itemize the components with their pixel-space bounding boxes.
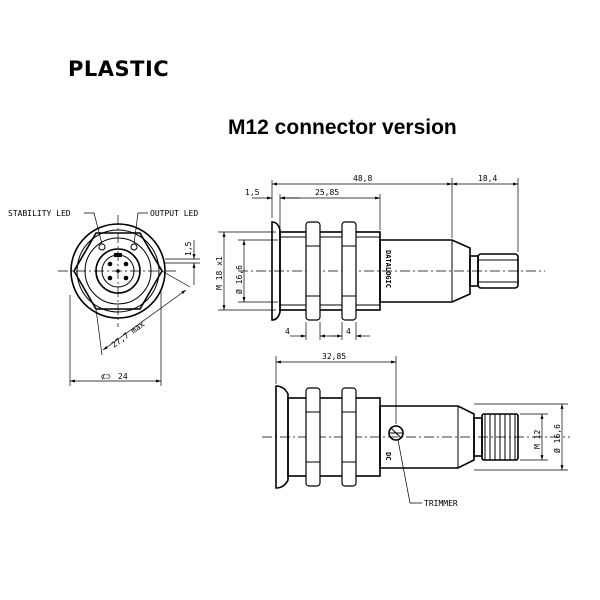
front-pitch-dim: 1,5	[184, 241, 193, 256]
output-led-icon	[130, 243, 138, 251]
stability-led-icon	[98, 243, 106, 251]
top-body-diameter: Ø 16,6	[234, 265, 244, 294]
top-nut-left-dim: 4	[285, 327, 290, 336]
bottom-brand-mark: DC	[384, 452, 392, 460]
front-width-prefix: ⊄⊃	[101, 372, 111, 381]
front-view: STABILITY LED OUTPUT LED 1,5 27,7 max ⊄⊃…	[8, 209, 200, 386]
stability-led-label: STABILITY LED	[8, 209, 71, 218]
top-connector-dim: 18,4	[478, 174, 497, 183]
bottom-connector-thread: M 12	[533, 430, 542, 449]
top-thread-spec: M 18 x1	[215, 256, 224, 290]
top-nut-right-dim: 4	[346, 327, 351, 336]
pin-2	[123, 261, 129, 267]
top-flange	[271, 221, 281, 321]
top-nut-right	[341, 221, 357, 321]
trimmer-icon[interactable]	[388, 425, 404, 441]
bottom-nut-left	[305, 387, 321, 487]
front-diagonal-dim: 27,7 max	[110, 320, 147, 350]
pin-3	[107, 275, 113, 281]
top-thread-dim: 25,85	[315, 188, 339, 197]
bottom-length-dim: 32,85	[322, 352, 346, 361]
category-heading: PLASTIC	[68, 57, 170, 81]
output-led-label: OUTPUT LED	[150, 209, 198, 218]
bottom-nut-right	[341, 387, 357, 487]
trimmer-label: TRIMMER	[424, 499, 458, 508]
bottom-flange	[275, 385, 289, 489]
top-total-dim: 48,8	[353, 174, 372, 183]
pin-4	[123, 275, 129, 281]
knurl-pattern	[484, 414, 516, 460]
drawing-title: M12 connector version	[228, 116, 457, 139]
front-width-dim: 24	[118, 372, 128, 381]
bottom-body-diameter: Ø 16,6	[552, 424, 562, 453]
pin-1	[107, 261, 113, 267]
top-nut-left	[305, 221, 321, 321]
top-connector	[477, 253, 519, 289]
side-view-bottom: DC 32,85 M 12 Ø 16,6	[262, 352, 570, 508]
top-flange-dim: 1,5	[245, 188, 260, 197]
side-view-top: DATALOGIC 48,8 18,4 1,5 25,85 M 18 x1	[215, 174, 545, 340]
top-brand-mark: DATALOGIC	[384, 250, 392, 288]
